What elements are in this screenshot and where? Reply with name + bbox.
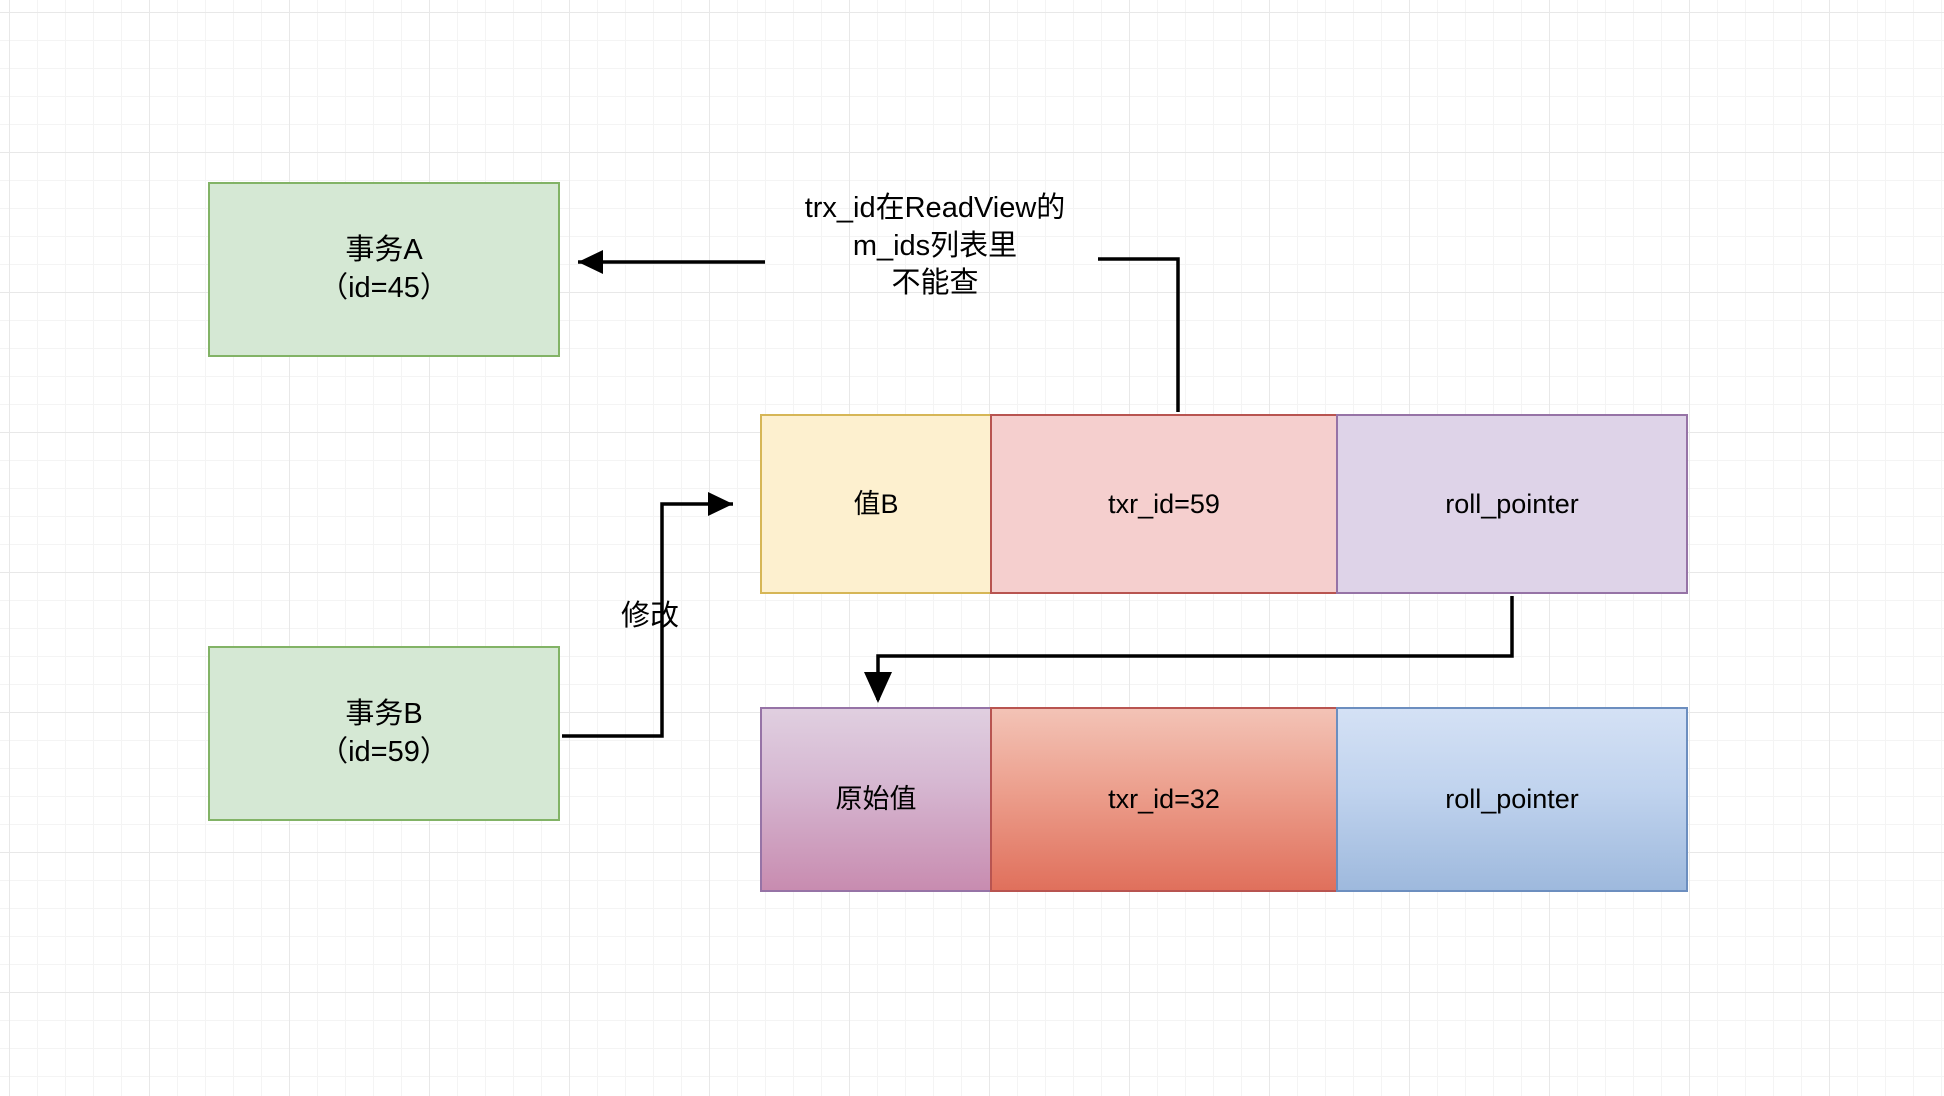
record-old-trxid-label: txr_id=32 (1108, 784, 1220, 815)
record-old-trxid-cell[interactable]: txr_id=32 (990, 707, 1338, 892)
transaction-a-box[interactable]: 事务A （id=45） (208, 182, 560, 357)
record-old-rollpointer-label: roll_pointer (1445, 784, 1579, 815)
record-new-value-label: 值B (853, 488, 899, 519)
record-old-value-cell[interactable]: 原始值 (760, 707, 992, 892)
record-new-rollpointer-cell[interactable]: roll_pointer (1336, 414, 1688, 594)
transaction-a-label: 事务A （id=45） (319, 234, 449, 304)
modify-note-label: 修改 (620, 600, 679, 632)
record-old-value-label: 原始值 (835, 784, 917, 815)
record-new-trxid-label: txr_id=59 (1108, 488, 1220, 519)
transaction-b-label: 事务B （id=59） (319, 698, 449, 768)
edge-rollpointer-to-record-old (864, 596, 1514, 703)
record-old-rollpointer-cell[interactable]: roll_pointer (1336, 707, 1688, 892)
edge-note-to-transaction-a (578, 250, 765, 274)
transaction-b-box[interactable]: 事务B （id=59） (208, 646, 560, 821)
record-new-value-cell[interactable]: 值B (760, 414, 992, 594)
record-new-trxid-cell[interactable]: txr_id=59 (990, 414, 1338, 594)
record-new-rollpointer-label: roll_pointer (1445, 488, 1579, 519)
edge-trxid-to-note (1098, 257, 1180, 412)
readview-note-label: trx_id在ReadView的 m_ids列表里 不能查 (804, 192, 1066, 300)
